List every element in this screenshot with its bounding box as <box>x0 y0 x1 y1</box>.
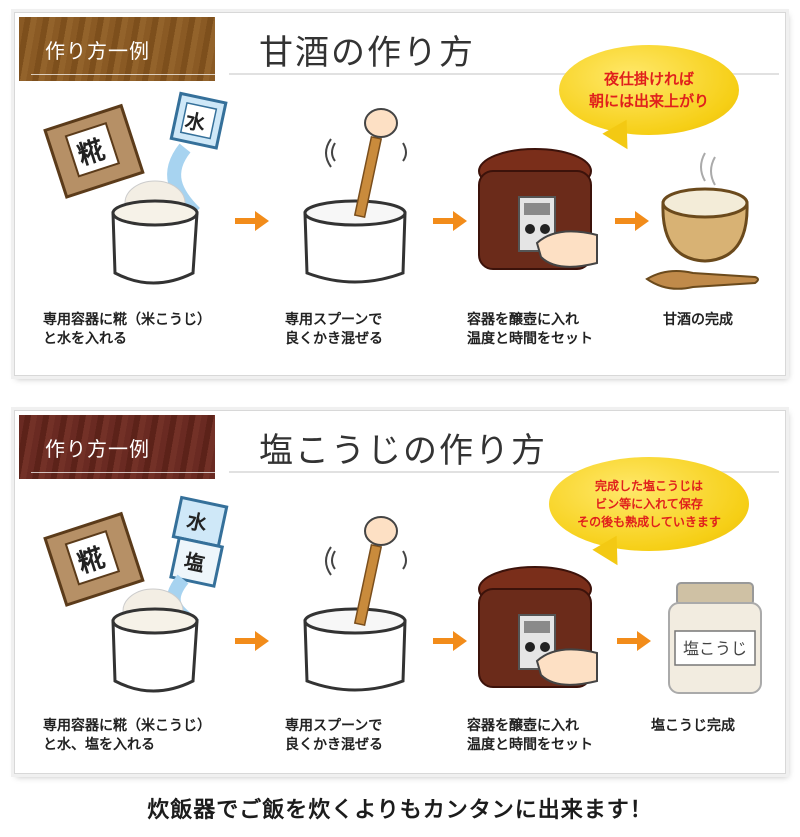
footer-tagline: 炊飯器でご飯を炊くよりもカンタンに出来ます！ <box>147 798 653 823</box>
speech-bubble: 夜仕掛ければ 朝には出来上がり <box>559 45 739 135</box>
step-text: 専用スプーンで <box>285 312 383 328</box>
arrow-right-icon <box>235 631 269 651</box>
bubble-line: 朝には出来上がり <box>588 92 709 110</box>
title-divider <box>229 73 779 75</box>
fermenter-pot-illustration <box>478 566 598 688</box>
bubble-line: 夜仕掛ければ <box>603 70 694 88</box>
step-3-label: 容器を醸壺に入れ 温度と時間をセット <box>467 311 593 349</box>
container-with-ingredients-illustration: 糀 水 <box>43 91 228 285</box>
arrow-right-icon <box>433 211 467 231</box>
step-3-label: 容器を醸壺に入れ 温度と時間をセット <box>467 717 593 755</box>
shio-koji-recipe-panel: 作り方一例 塩こうじの作り方 完成した塩こうじは ビン等に入れて保存 その後も熟… <box>14 410 786 774</box>
amazake-recipe-panel: 作り方一例 甘酒の作り方 夜仕掛ければ 朝には出来上がり 糀 水 <box>14 12 786 376</box>
bubble-line: その後も熟成していきます <box>577 515 721 529</box>
stirring-illustration <box>303 108 407 284</box>
step-text: と水、塩を入れる <box>43 737 155 753</box>
stirring-illustration <box>303 516 407 692</box>
step-4-label: 塩こうじ完成 <box>651 717 735 736</box>
step-text: 甘酒の完成 <box>663 312 733 328</box>
step-text: 良くかき混ぜる <box>285 737 383 753</box>
step-text: 温度と時間をセット <box>467 331 593 347</box>
section-title: 塩こうじの作り方 <box>259 431 547 471</box>
amazake-bowl-illustration <box>645 152 759 290</box>
step-text: 塩こうじ完成 <box>651 718 735 734</box>
title-divider <box>229 471 779 473</box>
arrow-right-icon <box>615 211 649 231</box>
step-1-label: 専用容器に糀（米こうじ） と水を入れる <box>43 311 211 349</box>
section-title: 甘酒の作り方 <box>259 33 475 73</box>
fermenter-pot-illustration <box>478 148 598 270</box>
step-text: と水を入れる <box>43 331 127 347</box>
arrow-right-icon <box>617 631 651 651</box>
step-text: 良くかき混ぜる <box>285 331 383 347</box>
step-text: 容器を醸壺に入れ <box>467 312 579 328</box>
step-2-label: 専用スプーンで 良くかき混ぜる <box>285 311 383 349</box>
shio-koji-jar-illustration: 塩こうじ <box>668 582 762 694</box>
step-4-label: 甘酒の完成 <box>663 311 733 330</box>
step-text: 専用容器に糀（米こうじ） <box>43 312 211 328</box>
step-text: 容器を醸壺に入れ <box>467 718 579 734</box>
section-tag: 作り方一例 <box>19 415 215 479</box>
speech-bubble: 完成した塩こうじは ビン等に入れて保存 その後も熟成していきます <box>549 457 749 551</box>
bubble-line: ビン等に入れて保存 <box>595 497 703 511</box>
step-1-label: 専用容器に糀（米こうじ） と水、塩を入れる <box>43 717 211 755</box>
arrow-right-icon <box>433 631 467 651</box>
step-text: 専用スプーンで <box>285 718 383 734</box>
bubble-line: 完成した塩こうじは <box>594 479 703 493</box>
package-label: 塩 <box>182 549 207 577</box>
section-tag: 作り方一例 <box>19 17 215 81</box>
step-2-label: 専用スプーンで 良くかき混ぜる <box>285 717 383 755</box>
step-text: 温度と時間をセット <box>467 737 593 753</box>
step-text: 専用容器に糀（米こうじ） <box>43 718 211 734</box>
container-with-ingredients-illustration: 糀 水 塩 <box>43 495 229 693</box>
jar-label: 塩こうじ <box>683 639 747 658</box>
arrow-right-icon <box>235 211 269 231</box>
